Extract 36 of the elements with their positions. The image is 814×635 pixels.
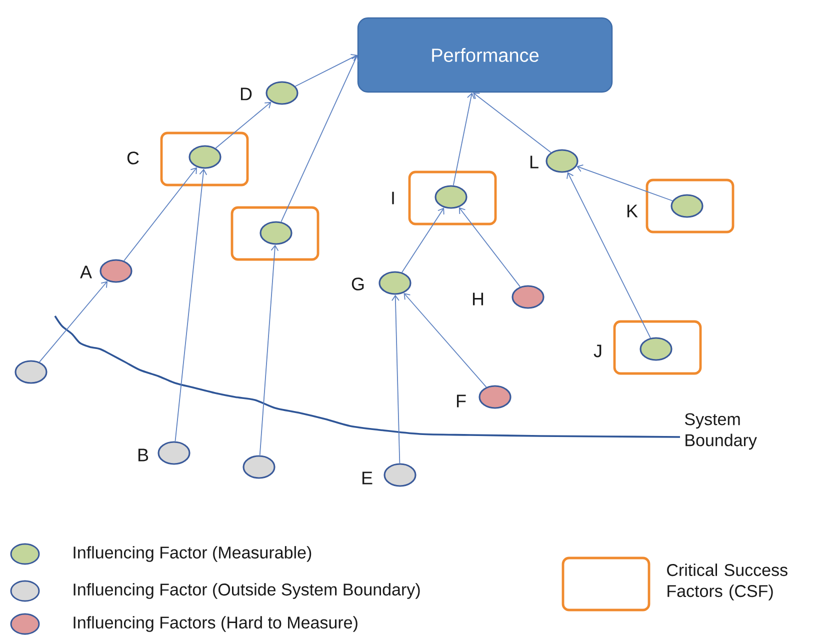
arrow <box>576 164 673 202</box>
arrow <box>280 55 359 222</box>
node-letter: A <box>80 266 92 278</box>
arrow <box>39 281 108 362</box>
node-letter: D <box>240 88 252 100</box>
legend-text: Critical Success Factors (CSF) <box>667 564 788 600</box>
arrow <box>473 92 552 153</box>
factor-ellipse <box>242 455 276 479</box>
arrow <box>215 102 272 149</box>
legend-text: Influencing Factor (Measurable) <box>74 546 312 562</box>
node-letter: G <box>352 278 364 290</box>
arrow <box>458 207 521 288</box>
arrow <box>404 292 487 388</box>
legend-text: Influencing Factor (Outside System Boundary) <box>74 583 420 599</box>
arrow <box>294 54 358 87</box>
arrow <box>402 208 444 273</box>
arrow <box>392 294 400 464</box>
arrow <box>124 167 197 262</box>
node-letter: L <box>530 156 538 168</box>
node-letter: I <box>392 192 394 204</box>
factor-ellipse <box>260 221 292 245</box>
arrow <box>259 244 279 456</box>
performance-box: Performance <box>357 17 613 93</box>
boundary-label: System Boundary <box>684 413 757 450</box>
arrow <box>452 92 475 186</box>
node-letter: H <box>472 292 484 306</box>
node-letter: B <box>138 448 148 462</box>
arrow <box>174 168 208 442</box>
factor-ellipse <box>14 360 48 384</box>
node-letter: F <box>456 394 466 408</box>
node-letter: C <box>127 152 139 164</box>
node-letter: K <box>627 204 638 218</box>
arrow <box>566 172 651 338</box>
legend-text: Influencing Factors (Hard to Measure) <box>74 616 358 632</box>
node-letter: J <box>594 344 602 358</box>
node-letter: E <box>362 472 372 484</box>
